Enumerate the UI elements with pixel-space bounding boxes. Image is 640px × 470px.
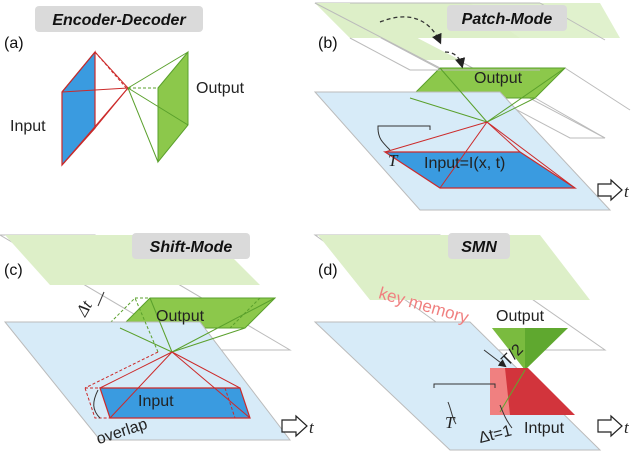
panel-c-title-pill bbox=[132, 233, 250, 259]
time-label-d: t bbox=[624, 418, 630, 437]
time-arrow-icon bbox=[597, 178, 623, 202]
decoder-connection-lines bbox=[127, 51, 189, 163]
smn-delta-brace bbox=[499, 404, 513, 429]
shift-encoder-lines bbox=[84, 351, 251, 419]
overlap-brace bbox=[93, 389, 101, 419]
encoder-input-slab bbox=[61, 50, 96, 167]
panel-c-label: (c) bbox=[4, 262, 23, 279]
smn-link-line bbox=[499, 369, 526, 413]
panel-c: Shift-Mode (c) Δt Output Input overlap t bbox=[0, 233, 315, 448]
time-label-b: t bbox=[624, 182, 630, 201]
period-brace-tail bbox=[377, 127, 391, 151]
patch-period-label: T bbox=[388, 151, 399, 170]
smn-input-triangle bbox=[490, 368, 575, 415]
smn-period-brace bbox=[447, 401, 457, 425]
decoder-output-slab bbox=[157, 50, 189, 164]
patch-input-label: Input=I(x, t) bbox=[424, 155, 505, 172]
panel-a-label: (a) bbox=[4, 35, 24, 52]
shift-output-previous bbox=[103, 297, 262, 329]
patch-shift-arrow-1 bbox=[379, 16, 442, 45]
panel-a-title-pill bbox=[35, 6, 203, 32]
smn-period-label: T bbox=[445, 413, 456, 432]
patch-encoder-lines bbox=[384, 121, 576, 189]
panel-a: Encoder-Decoder (a) Input Output bbox=[4, 6, 245, 167]
key-memory-arrow bbox=[483, 349, 507, 368]
time-arrow-icon-d bbox=[597, 414, 623, 438]
shift-output-label: Output bbox=[156, 308, 205, 325]
panel-d-label: (d) bbox=[318, 262, 338, 279]
encoder-connection-lines bbox=[61, 51, 129, 166]
shift-input-label: Input bbox=[138, 393, 174, 410]
shift-input-strip bbox=[3, 321, 292, 441]
input-strip bbox=[313, 91, 612, 211]
panel-b-title-pill bbox=[447, 5, 567, 31]
panel-b-label: (b) bbox=[318, 35, 338, 52]
panel-d: SMN (d) Output key memory T/2 T Δt=1 Int… bbox=[313, 233, 630, 451]
panel-d-title-pill bbox=[448, 233, 510, 259]
shift-delta-bracket bbox=[97, 291, 105, 307]
patch-decoder-lines bbox=[409, 67, 566, 123]
smn-output-label: Output bbox=[496, 308, 545, 325]
panel-b-title: Patch-Mode bbox=[462, 11, 553, 28]
shift-input bbox=[99, 387, 251, 419]
smn-input-label: Intput bbox=[524, 420, 565, 437]
panel-a-title: Encoder-Decoder bbox=[52, 12, 186, 29]
shift-decoder-lines bbox=[119, 297, 276, 353]
smn-input-strip bbox=[313, 321, 602, 451]
time-label-c: t bbox=[309, 418, 315, 437]
patch-output-label: Output bbox=[474, 70, 523, 87]
patch-shift-arrow-2 bbox=[444, 51, 466, 69]
time-arrow-icon-c bbox=[281, 414, 308, 438]
smn-period-bracket bbox=[433, 383, 496, 388]
decoder-output-label: Output bbox=[196, 80, 245, 97]
encoder-input-label: Input bbox=[10, 118, 46, 135]
panel-d-title: SMN bbox=[461, 239, 497, 256]
smn-output-triangle-light bbox=[492, 328, 525, 370]
smn-output-strip-fill bbox=[318, 235, 590, 300]
shift-delta-label: Δt bbox=[72, 296, 97, 320]
panel-c-title: Shift-Mode bbox=[150, 239, 233, 256]
shift-input-previous bbox=[84, 387, 236, 419]
panel-b: Patch-Mode (b) Output T Input=I(x, t) t bbox=[313, 2, 631, 211]
